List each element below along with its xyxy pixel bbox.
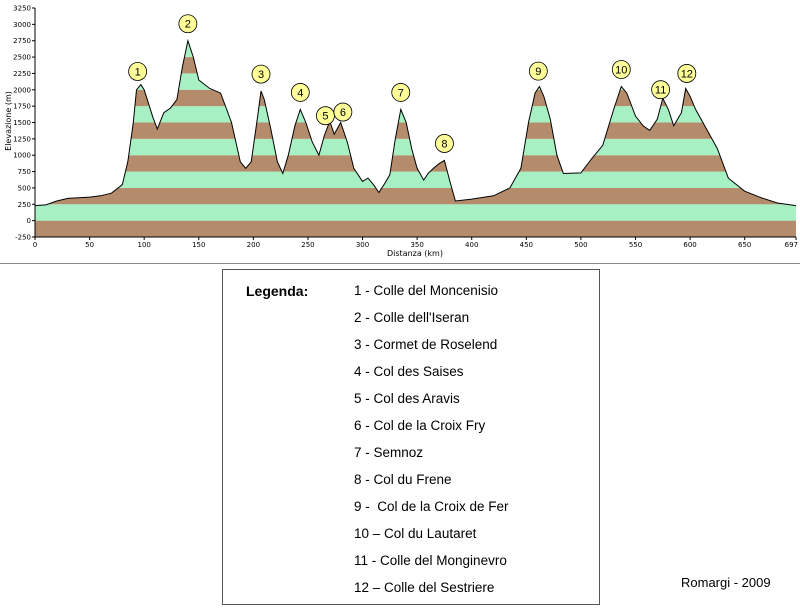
y-tick-label: 1250 xyxy=(13,135,31,143)
elevation-band xyxy=(35,40,796,58)
x-tick-label: 450 xyxy=(520,241,533,249)
y-tick-label: 0 xyxy=(27,217,31,225)
elevation-bands xyxy=(35,8,796,237)
x-axis-title: Distanza (km) xyxy=(387,249,443,258)
col-marker: 8 xyxy=(435,134,454,153)
y-tick-label: 500 xyxy=(18,184,31,192)
elevation-band xyxy=(35,8,796,24)
col-marker-label: 2 xyxy=(185,19,191,31)
col-marker-circle xyxy=(128,62,148,81)
elevation-profile-line xyxy=(34,38,797,207)
elevation-band xyxy=(35,122,796,139)
y-tick-label: 3000 xyxy=(13,21,31,29)
col-marker-label: 11 xyxy=(655,85,666,97)
col-marker: 2 xyxy=(178,14,198,34)
x-tick-label: 400 xyxy=(465,241,478,249)
col-marker-circle xyxy=(651,80,671,100)
elevation-band xyxy=(35,220,796,237)
y-tick-label: 1750 xyxy=(13,103,31,111)
y-tick-label: 1000 xyxy=(13,152,31,160)
col-marker-circle xyxy=(677,64,697,83)
legend-item: 1 - Colle del Moncenisio xyxy=(354,283,499,298)
col-marker: 5 xyxy=(316,106,335,126)
y-tick-label: 2000 xyxy=(13,86,31,94)
y-axis-title: Elevazione (m) xyxy=(4,91,13,151)
y-tick-label: 250 xyxy=(18,201,31,209)
x-tick-label: 250 xyxy=(301,241,314,249)
legend-item: 4 - Col des Saises xyxy=(354,364,464,379)
y-tick-label: 2250 xyxy=(13,70,31,78)
legend-list: 1 - Colle del Moncenisio 2 - Colle dell'… xyxy=(354,282,509,606)
elevation-band xyxy=(35,204,796,221)
col-marker-circle xyxy=(391,83,411,102)
x-tick-label: 50 xyxy=(85,241,94,249)
col-marker: 3 xyxy=(251,64,271,84)
col-marker-label: 12 xyxy=(681,68,693,80)
col-marker-circle xyxy=(528,61,548,81)
col-marker: 11 xyxy=(651,80,671,100)
legend-item: 3 - Cormet de Roselend xyxy=(354,337,498,352)
col-marker: 9 xyxy=(528,61,548,81)
col-marker-label: 5 xyxy=(322,111,328,123)
col-marker-label: 9 xyxy=(535,66,541,78)
col-marker-circle xyxy=(251,64,271,84)
col-marker-label: 3 xyxy=(258,69,264,81)
y-tick-label: 750 xyxy=(18,168,31,176)
credit-text: Romargi - 2009 xyxy=(681,575,771,590)
x-tick-label: 300 xyxy=(356,241,369,249)
elevation-band xyxy=(35,40,796,41)
x-tick-label: 100 xyxy=(137,241,150,249)
y-tick-label: 1500 xyxy=(13,119,31,127)
x-tick-label: 200 xyxy=(247,241,260,249)
legend-item: 9 - Col de la Croix de Fer xyxy=(354,499,509,514)
chart-axes: -250025050075010001250150017502000225025… xyxy=(13,5,798,250)
x-tick-label: 0 xyxy=(33,241,37,249)
elevation-band xyxy=(35,138,796,156)
legend-item: 10 – Col du Lautaret xyxy=(354,526,477,541)
legend-item: 11 - Colle del Monginevro xyxy=(354,553,507,568)
legend-item: 2 - Colle dell'Iseran xyxy=(354,310,470,325)
col-marker-circle xyxy=(290,83,310,102)
legend-item: 7 - Semnoz xyxy=(354,445,424,460)
x-tick-label: 150 xyxy=(192,241,205,249)
y-tick-label: 3250 xyxy=(13,5,31,13)
legend-box: Legenda: 1 - Colle del Moncenisio 2 - Co… xyxy=(222,269,600,605)
y-tick-label: 2750 xyxy=(13,37,31,45)
col-marker: 7 xyxy=(391,83,411,102)
elevation-band xyxy=(35,187,796,205)
x-tick-label: 350 xyxy=(410,241,423,249)
legend-item: 8 - Col du Frene xyxy=(354,472,452,487)
legend-item: 12 – Colle del Sestriere xyxy=(354,580,495,595)
elevation-profile-svg: -250025050075010001250150017502000225025… xyxy=(4,5,798,259)
col-marker: 4 xyxy=(290,83,310,102)
col-marker-circle xyxy=(435,134,454,153)
x-tick-label: 500 xyxy=(574,241,587,249)
legend-item: 6 - Col de la Croix Fry xyxy=(354,418,486,433)
col-marker-label: 7 xyxy=(398,87,404,99)
y-tick-label: -250 xyxy=(15,234,31,242)
col-marker-label: 1 xyxy=(135,66,141,78)
elevation-band xyxy=(35,89,796,107)
col-marker: 6 xyxy=(333,102,353,122)
y-tick-label: 2500 xyxy=(13,54,31,62)
elevation-band xyxy=(35,171,796,188)
x-tick-label: 650 xyxy=(738,241,751,249)
col-marker: 12 xyxy=(677,64,697,83)
x-tick-label: 697 xyxy=(785,241,798,249)
col-marker-circle xyxy=(611,60,631,79)
col-marker: 10 xyxy=(611,60,631,79)
col-marker-label: 10 xyxy=(615,65,627,77)
col-marker: 1 xyxy=(128,62,148,81)
col-marker-circle xyxy=(333,102,353,122)
col-marker-label: 6 xyxy=(340,107,346,119)
legend-item: 5 - Col des Aravis xyxy=(354,391,460,406)
col-marker-circle xyxy=(178,14,198,34)
x-tick-label: 550 xyxy=(629,241,642,249)
col-marker-label: 8 xyxy=(441,138,447,150)
x-tick-label: 600 xyxy=(683,241,696,249)
col-marker-label: 4 xyxy=(297,87,303,99)
legend-title: Legenda: xyxy=(246,283,309,299)
